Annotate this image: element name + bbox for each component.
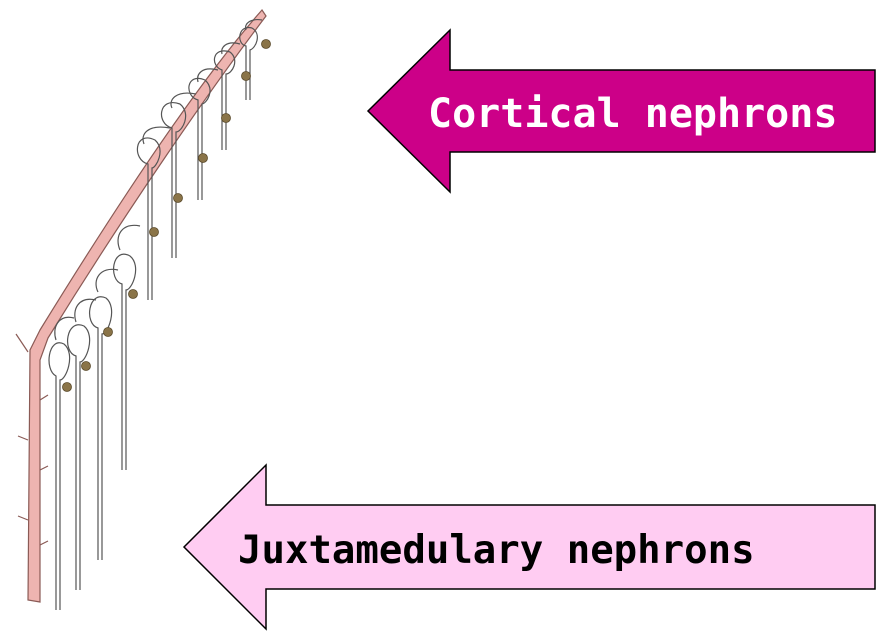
cortical-nephrons-label: Cortical nephrons [428, 94, 837, 134]
juxtamedullary-nephrons-label: Juxtamedulary nephrons [238, 531, 755, 570]
glomeruli [63, 40, 271, 392]
juxtamedullary-arrow: Juxtamedulary nephrons [182, 463, 877, 631]
cortical-arrow: Cortical nephrons [366, 28, 877, 194]
